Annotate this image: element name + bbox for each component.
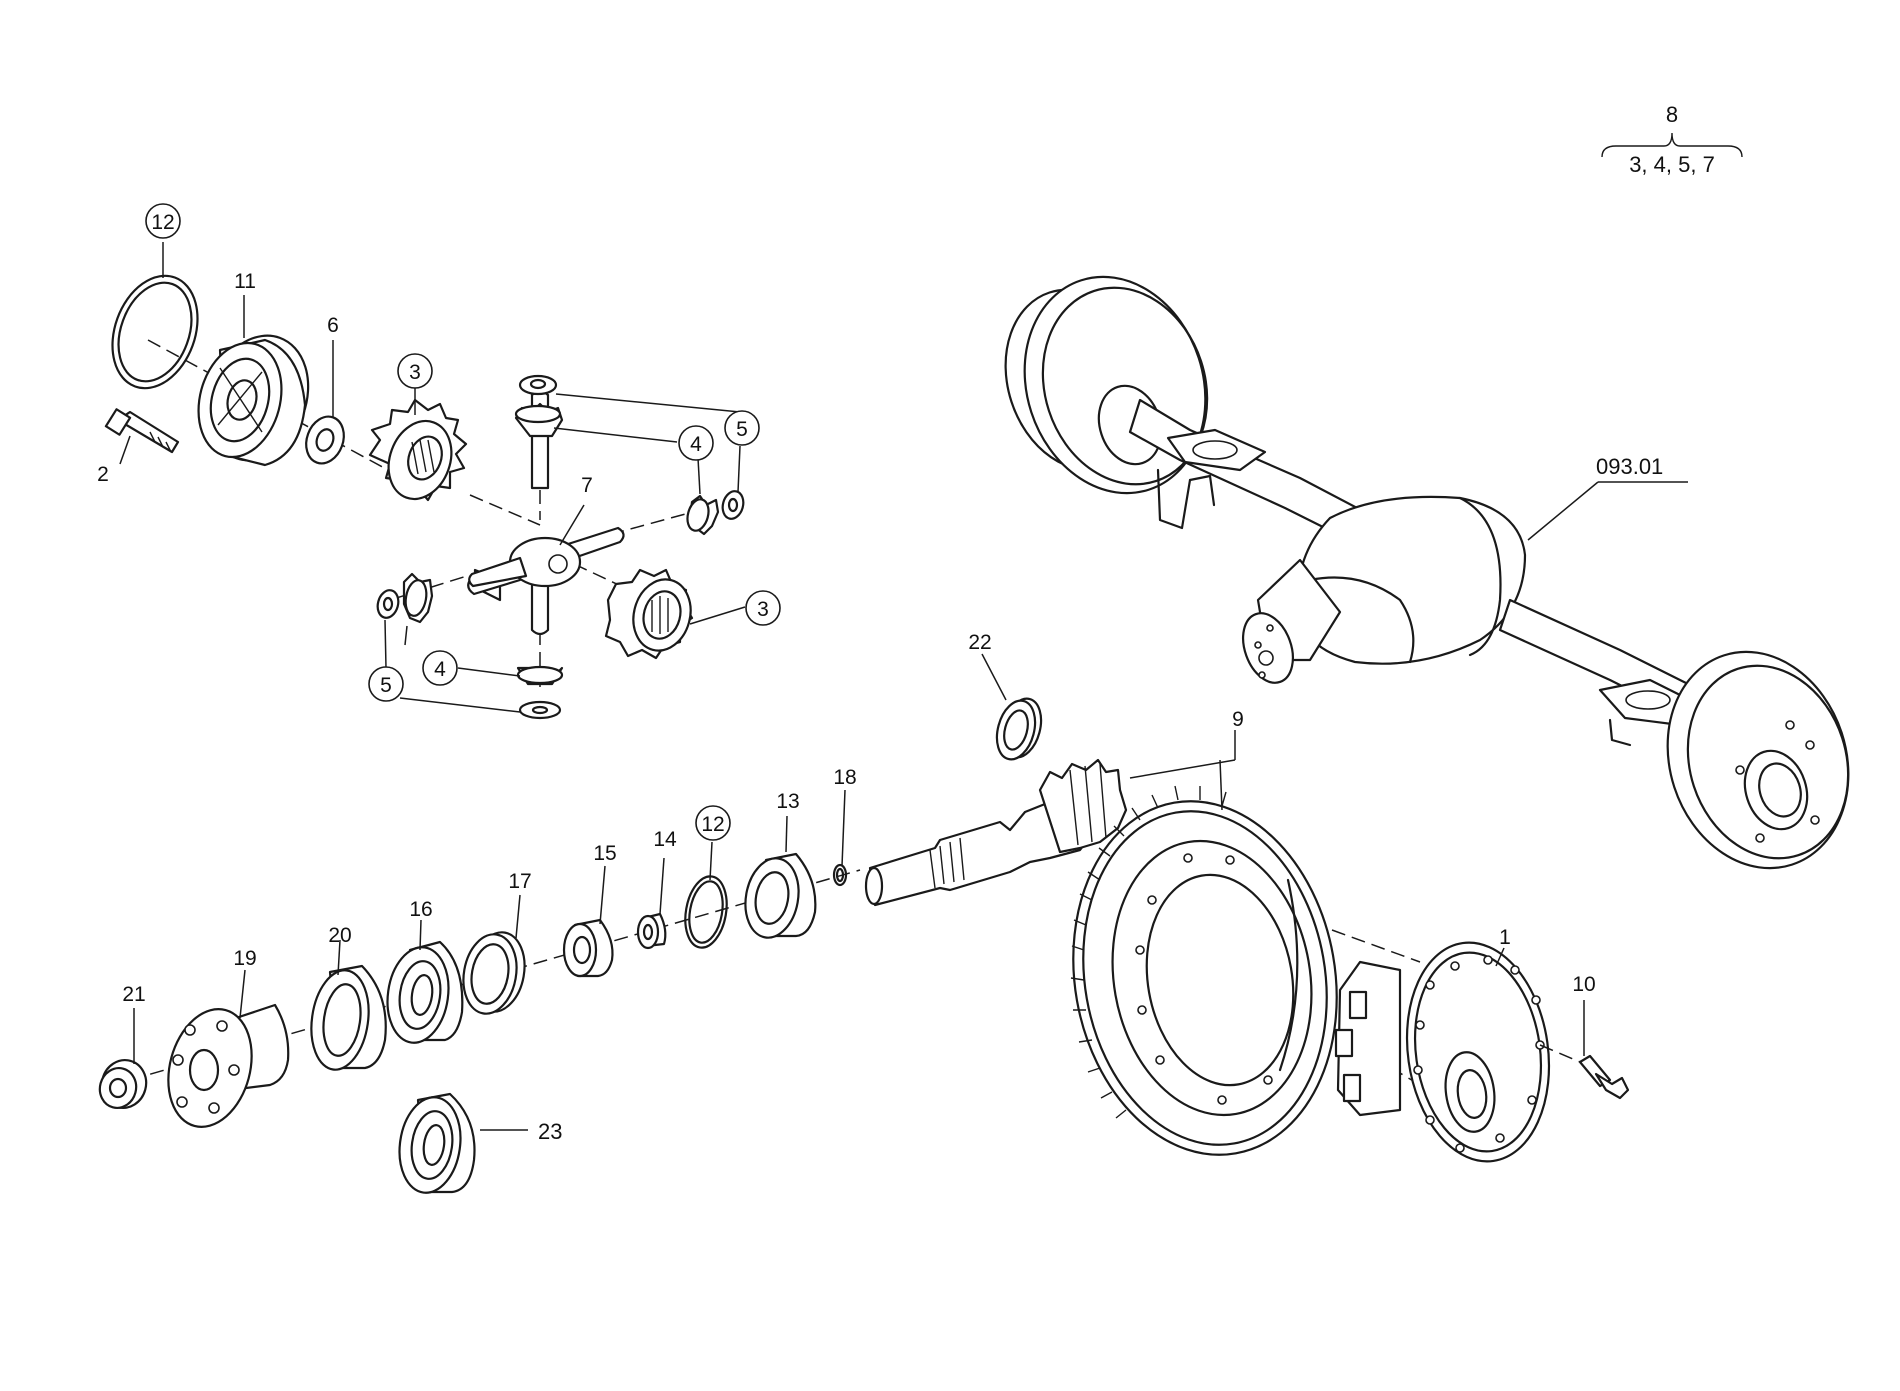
callout-5-lower: 5 bbox=[380, 674, 392, 697]
callout-20: 20 bbox=[328, 924, 351, 947]
callout-3-upper: 3 bbox=[409, 361, 421, 384]
part-14-small-bearing bbox=[636, 912, 667, 950]
callout-2: 2 bbox=[97, 463, 109, 486]
part-19-companion-flange bbox=[167, 1003, 290, 1128]
callout-23: 23 bbox=[538, 1119, 562, 1144]
part-3-side-gear-lower bbox=[604, 568, 694, 660]
callout-6: 6 bbox=[327, 314, 339, 337]
callout-9: 9 bbox=[1232, 708, 1244, 731]
part-22-seal-ring bbox=[995, 697, 1043, 761]
kit-contents: 3, 4, 5, 7 bbox=[1629, 152, 1715, 177]
callout-5-upper: 5 bbox=[736, 418, 748, 441]
callout-4-lower: 4 bbox=[434, 658, 446, 681]
callout-15: 15 bbox=[593, 842, 616, 865]
kit-number: 8 bbox=[1666, 102, 1678, 127]
part-5-washer-bottom bbox=[518, 700, 562, 720]
part-12-o-ring bbox=[111, 274, 199, 390]
rear-axle-assembly bbox=[1004, 275, 1850, 870]
part-13-pinion-bearing-inner bbox=[744, 852, 817, 939]
callout-12-lower: 12 bbox=[701, 813, 724, 836]
diff-leaders bbox=[119, 242, 746, 713]
callout-22: 22 bbox=[968, 631, 991, 654]
callout-21: 21 bbox=[122, 983, 145, 1006]
callout-3-lower: 3 bbox=[757, 598, 769, 621]
callouts: 12 11 6 3 2 5 4 7 3 4 5 22 9 18 13 12 14… bbox=[97, 203, 1596, 1144]
part-5-washer-left bbox=[376, 589, 400, 619]
part-16-pinion-bearing-outer bbox=[386, 940, 464, 1044]
part-18-circlip bbox=[832, 863, 848, 887]
part-9-ring-gear bbox=[1070, 785, 1338, 1156]
callout-14: 14 bbox=[653, 828, 677, 851]
part-4-pinion-left bbox=[402, 572, 434, 624]
callout-12-upper: 12 bbox=[151, 211, 174, 234]
assembly-ref-label: 093.01 bbox=[1596, 454, 1663, 479]
lower-leaders bbox=[133, 653, 1585, 1131]
part-4-pinion-top bbox=[514, 402, 564, 438]
assembly-ref-callout: 093.01 bbox=[1527, 454, 1688, 541]
part-12-shim bbox=[684, 875, 728, 949]
callout-13: 13 bbox=[776, 790, 799, 813]
part-23-bearing bbox=[398, 1092, 476, 1194]
part-4-pinion-right bbox=[686, 494, 720, 536]
part-4-pinion-bottom bbox=[516, 665, 564, 686]
callout-10: 10 bbox=[1572, 973, 1595, 996]
callout-17: 17 bbox=[508, 870, 531, 893]
part-1-differential-case bbox=[1334, 941, 1551, 1163]
part-2-bolt bbox=[104, 408, 180, 454]
callout-16: 16 bbox=[409, 898, 432, 921]
callout-1: 1 bbox=[1499, 926, 1511, 949]
part-17-bearing-cup bbox=[462, 931, 526, 1015]
callout-11: 11 bbox=[234, 270, 256, 293]
part-6-thrust-washer bbox=[305, 415, 345, 465]
part-9-drive-pinion bbox=[864, 758, 1128, 907]
callout-7: 7 bbox=[581, 474, 593, 497]
part-5-washer-top bbox=[518, 374, 558, 396]
part-20-oil-seal bbox=[310, 964, 387, 1071]
part-3-side-gear-upper bbox=[368, 398, 468, 502]
part-5-washer-right bbox=[721, 490, 745, 520]
callout-19: 19 bbox=[233, 947, 256, 970]
kit-header: 8 3, 4, 5, 7 bbox=[1601, 102, 1743, 177]
kit-brace bbox=[1601, 132, 1743, 158]
part-15-collapsible-spacer bbox=[562, 918, 614, 978]
part-21-pinion-nut bbox=[98, 1059, 148, 1109]
part-11-bearing bbox=[197, 334, 310, 467]
part-10-bolt bbox=[1539, 1044, 1630, 1100]
callout-18: 18 bbox=[833, 766, 856, 789]
callout-4-upper: 4 bbox=[690, 433, 702, 456]
